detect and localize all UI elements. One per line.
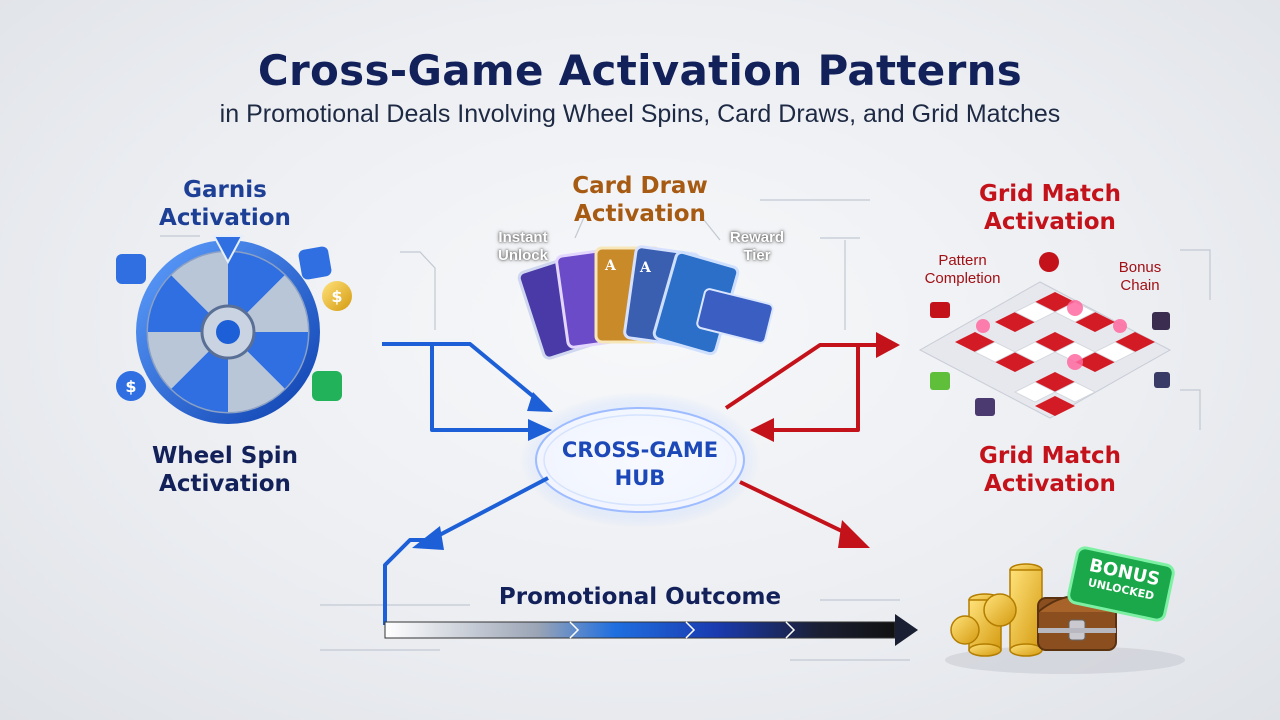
hub-ring xyxy=(535,407,745,513)
wheel-to-hub-arrows xyxy=(382,342,542,432)
arrowhead-blue-3 xyxy=(412,526,444,550)
bonus-chain-tag: Bonus Chain xyxy=(1118,259,1162,294)
hub-to-outcome-arrow xyxy=(383,476,549,625)
page-subtitle: in Promotional Deals Involving Wheel Spi… xyxy=(219,100,1061,128)
circuit-lines xyxy=(160,199,1211,661)
promotional-outcome-label: Promotional Outcome xyxy=(498,584,782,610)
grid-match-bottom-label: Grid Match Activation xyxy=(979,443,1121,497)
svg-text:A: A xyxy=(639,260,652,276)
grid-board-illustration xyxy=(918,252,1172,419)
wheel-badges: $ $ xyxy=(116,246,352,401)
hub-grid-arrows xyxy=(724,343,880,537)
arrowhead-red-3 xyxy=(838,520,870,548)
wheel-spin-label: Wheel Spin Activation xyxy=(151,443,299,497)
wheel-top-label: Garnis Activation xyxy=(159,177,291,231)
instant-unlock-tag: Instant Unlock xyxy=(497,229,548,264)
svg-text:$: $ xyxy=(125,377,136,396)
prize-wheel-illustration xyxy=(136,235,320,424)
arrowhead-blue-2 xyxy=(527,392,553,412)
svg-text:A: A xyxy=(604,258,617,274)
cross-game-hub: CROSS-GAME HUB xyxy=(561,438,719,490)
arrowhead-blue-1 xyxy=(528,419,552,441)
card-draw-label: Card Draw Activation xyxy=(572,173,708,227)
page-title: Cross-Game Activation Patterns xyxy=(257,46,1023,95)
outcome-progress-bar xyxy=(384,614,918,646)
svg-text:$: $ xyxy=(331,287,342,306)
pattern-completion-tag: Pattern Completion xyxy=(924,252,1001,287)
treasure-illustration xyxy=(945,563,1185,674)
bonus-unlocked-badge xyxy=(1067,546,1175,622)
reward-tier-tag: Reward Tier xyxy=(729,229,785,264)
arrowhead-red-1 xyxy=(876,332,900,358)
arrowhead-red-2 xyxy=(750,418,774,442)
card-fan-illustration: A A xyxy=(517,245,774,360)
grid-match-top-label: Grid Match Activation xyxy=(979,181,1121,235)
